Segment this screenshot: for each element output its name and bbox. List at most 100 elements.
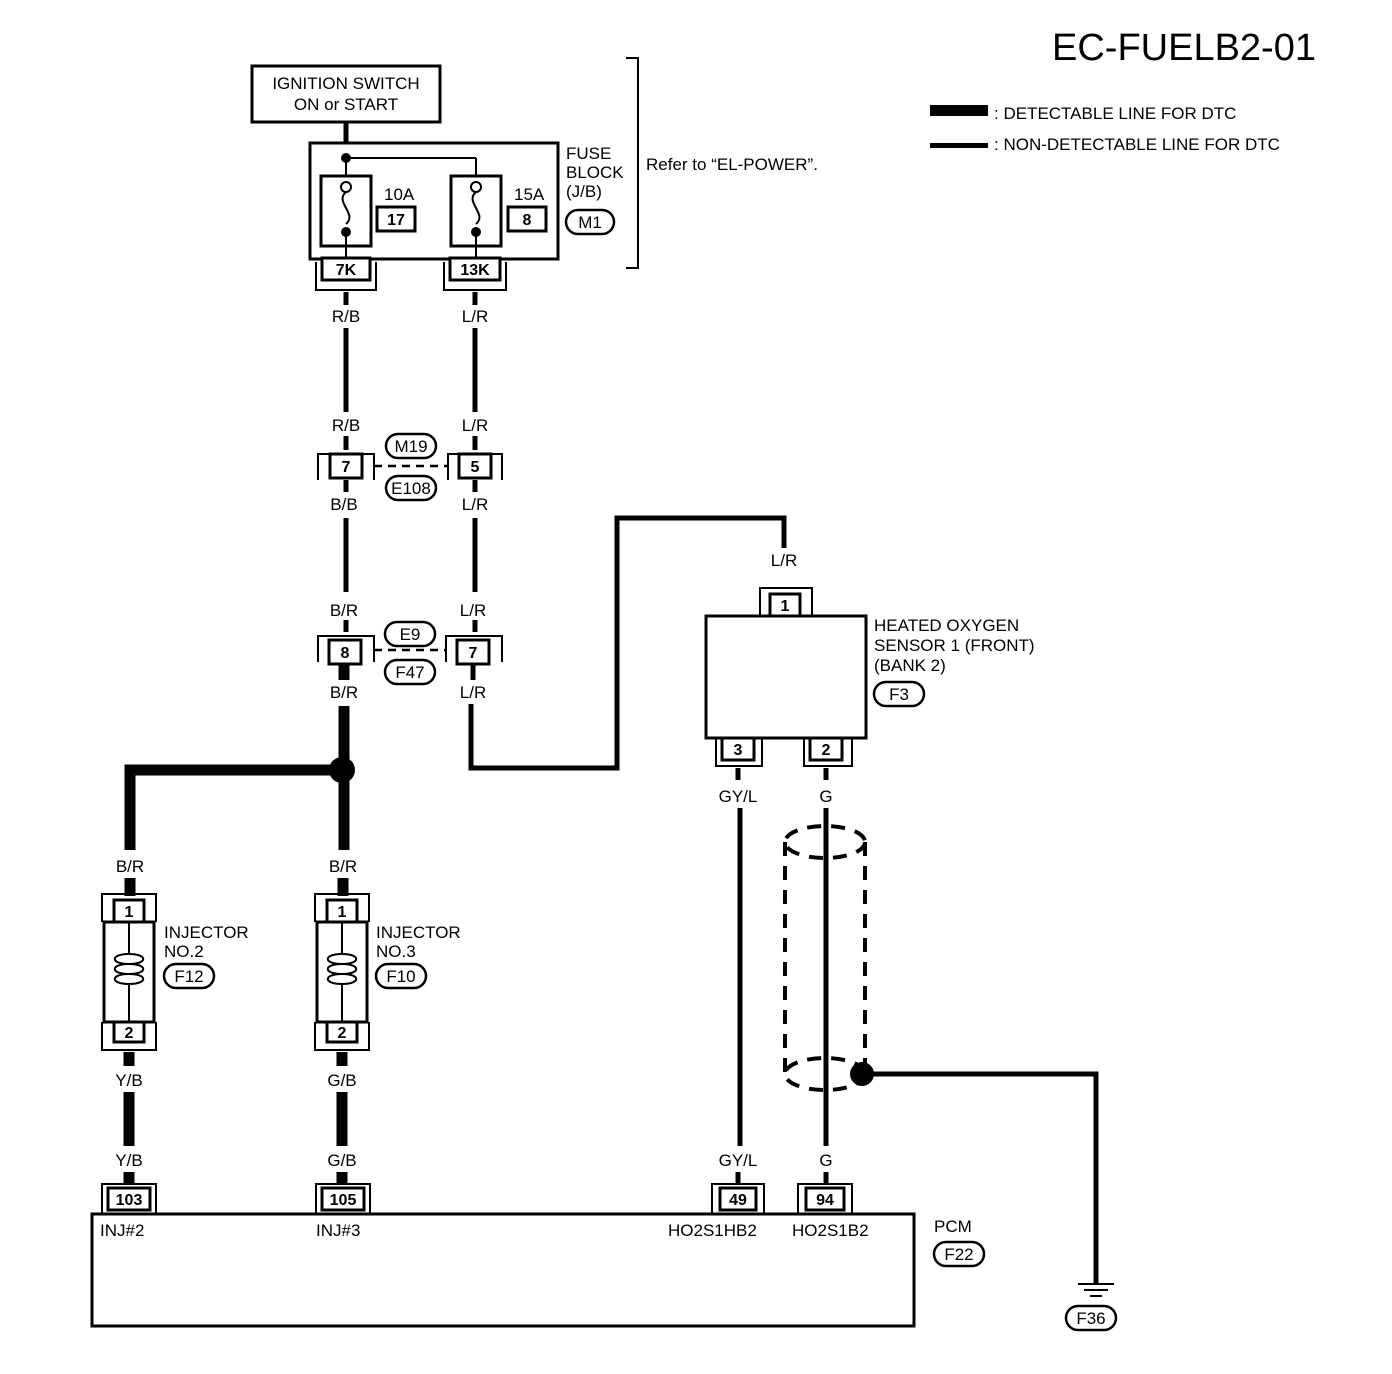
wire-label-bb: B/B [330, 495, 357, 514]
wire-label-lr-6: L/R [771, 551, 797, 570]
fuse-b-rating: 15A [514, 185, 545, 204]
shielded-cable [783, 824, 874, 1092]
svg-text:2: 2 [338, 1025, 347, 1042]
fuse-block-label-2: BLOCK [566, 163, 624, 182]
wire-label-gb-2: G/B [327, 1151, 356, 1170]
wire-label-lr-4: L/R [460, 601, 486, 620]
injector3-label-1: INJECTOR [376, 923, 461, 942]
svg-text:7: 7 [342, 459, 351, 476]
svg-text:F47: F47 [395, 663, 424, 682]
ignition-line1: IGNITION SWITCH [272, 74, 419, 93]
connector-f22 [932, 1240, 986, 1268]
svg-text:1: 1 [338, 904, 347, 921]
fuse-block-label-1: FUSE [566, 144, 611, 163]
wire-label-gyl-1: GY/L [719, 787, 758, 806]
svg-text:105: 105 [330, 1192, 357, 1209]
svg-text:8: 8 [341, 645, 350, 662]
terminal-13k: 13K [460, 262, 490, 279]
pcm-pin-ho2s1hb2: HO2S1HB2 [668, 1221, 757, 1240]
svg-text:F12: F12 [174, 967, 203, 986]
svg-text:2: 2 [822, 742, 831, 759]
refer-note: Refer to “EL-POWER”. [646, 155, 818, 174]
wire-label-br-1: B/R [330, 601, 358, 620]
fuse-a-rating: 10A [384, 185, 415, 204]
terminal-7k: 7K [336, 262, 357, 279]
svg-text:M19: M19 [394, 437, 427, 456]
connector-e9 [383, 620, 437, 648]
injector-coil-icon [326, 953, 358, 985]
wire-label-yb-1: Y/B [115, 1071, 142, 1090]
legend-thick-swatch [930, 105, 988, 116]
wire-label-br-2: B/R [330, 683, 358, 702]
power-bracket [626, 57, 639, 269]
svg-text:103: 103 [116, 1192, 143, 1209]
connector-f10 [374, 962, 428, 990]
svg-text:1: 1 [125, 904, 134, 921]
svg-text:94: 94 [816, 1192, 834, 1209]
svg-text:1: 1 [781, 598, 790, 615]
svg-text:5: 5 [471, 459, 480, 476]
injector-no3: 1 2 [314, 893, 370, 1051]
wire-label-g-2: G [819, 1151, 832, 1170]
svg-text:F3: F3 [889, 685, 909, 704]
wire-label-g-1: G [819, 787, 832, 806]
connector-m1 [564, 208, 616, 236]
svg-text:F36: F36 [1076, 1309, 1105, 1328]
sensor-label-2: SENSOR 1 (FRONT) [874, 636, 1035, 655]
page-title: EC-FUELB2-01 [1052, 27, 1316, 69]
svg-text:E108: E108 [391, 479, 431, 498]
wire-label-lr-5: L/R [460, 683, 486, 702]
joint-connector-m19-e108: 7 5 M19 E108 [317, 432, 503, 502]
ignition-switch: IGNITION SWITCH ON or START [250, 64, 442, 124]
wire-label-lr-2: L/R [462, 416, 488, 435]
injector3-label-2: NO.3 [376, 942, 416, 961]
svg-text:7: 7 [469, 645, 478, 662]
legend-detectable-label: : DETECTABLE LINE FOR DTC [994, 104, 1236, 123]
connector-m19 [384, 432, 438, 460]
pcm-pin-ho2s1b2: HO2S1B2 [792, 1221, 869, 1240]
wire-label-gb-1: G/B [327, 1071, 356, 1090]
legend: : DETECTABLE LINE FOR DTC : NON-DETECTAB… [930, 104, 1280, 154]
fuse-block-label-3: (J/B) [566, 182, 602, 201]
injector2-label-1: INJECTOR [164, 923, 249, 942]
legend-non-detectable-label: : NON-DETECTABLE LINE FOR DTC [994, 135, 1280, 154]
sensor-label-1: HEATED OXYGEN [874, 616, 1019, 635]
svg-text:49: 49 [729, 1192, 747, 1209]
connector-f47 [383, 658, 437, 686]
pcm-pin-inj3: INJ#3 [316, 1221, 360, 1240]
wire-label-yb-2: Y/B [115, 1151, 142, 1170]
wire-label-br-3: B/R [116, 857, 144, 876]
connector-e108 [384, 474, 438, 502]
svg-text:3: 3 [734, 742, 743, 759]
svg-text:F10: F10 [386, 967, 415, 986]
pcm: 103 105 49 94 INJ#2 INJ#3 HO2S1HB2 HO2S1… [90, 1183, 916, 1328]
svg-text:F22: F22 [944, 1245, 973, 1264]
wire-label-rb-2: R/B [332, 416, 360, 435]
fuse-b-number: 8 [523, 212, 532, 229]
connector-f3 [872, 680, 926, 708]
wire-label-gyl-2: GY/L [719, 1151, 758, 1170]
ground-icon [1078, 1283, 1114, 1297]
pcm-pin-inj2: INJ#2 [100, 1221, 144, 1240]
heated-oxygen-sensor: 1 3 2 [704, 587, 868, 767]
wire-label-lr-3: L/R [462, 495, 488, 514]
pcm-label: PCM [934, 1217, 972, 1236]
svg-text:E9: E9 [400, 625, 421, 644]
connector-f12 [162, 962, 216, 990]
sensor-label-3: (BANK 2) [874, 656, 946, 675]
wire-label-lr-1: L/R [462, 307, 488, 326]
ignition-line2: ON or START [294, 95, 398, 114]
injector-coil-icon [113, 953, 145, 985]
joint-connector-e9-f47: 8 7 E9 F47 [317, 620, 503, 686]
fuse-block: 10A 17 15A 8 [308, 141, 560, 262]
legend-thin-swatch [930, 143, 988, 148]
svg-text:2: 2 [125, 1025, 134, 1042]
injector2-label-2: NO.2 [164, 942, 204, 961]
connector-f36 [1064, 1304, 1118, 1332]
svg-text:M1: M1 [578, 213, 602, 232]
injector-no2: 1 2 [101, 893, 157, 1051]
fuse-a-number: 17 [387, 212, 405, 229]
wire-label-br-4: B/R [329, 857, 357, 876]
wire-label-rb-1: R/B [332, 307, 360, 326]
